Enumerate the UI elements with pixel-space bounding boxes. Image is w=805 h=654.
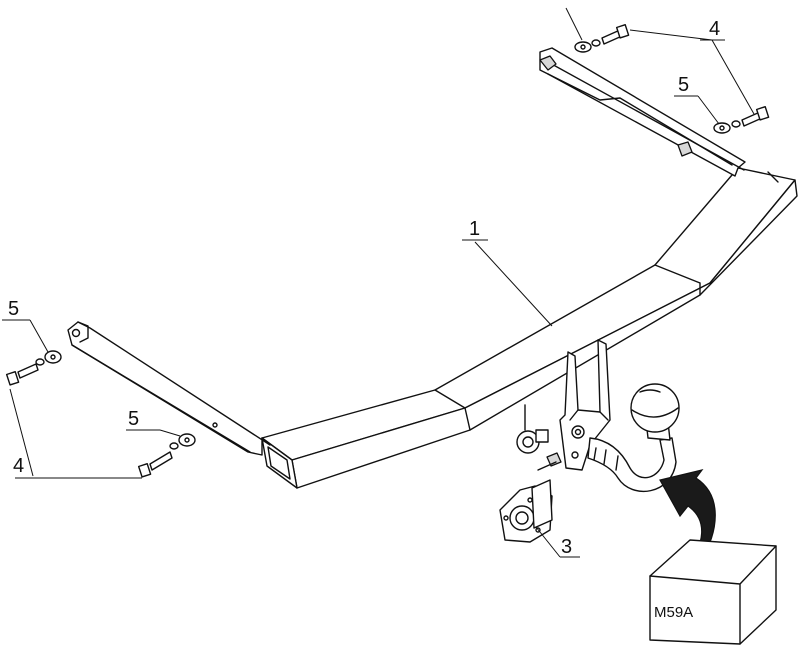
- tow-ball-neck: [587, 383, 680, 493]
- callout-part-5-left-upper: 5: [8, 298, 19, 320]
- right-side-arm: [539, 47, 746, 177]
- callout-part-4-top: 4: [709, 18, 720, 40]
- bolt-set-left: [5, 350, 196, 478]
- code-box: M59A: [649, 539, 777, 645]
- ball-mount-bracket: [559, 339, 611, 471]
- callout-part-5-top: 5: [678, 74, 689, 96]
- leader-lines: [2, 7, 755, 558]
- electrical-connector: [516, 404, 562, 471]
- socket-plate: [499, 479, 553, 543]
- callout-part-1: 1: [469, 218, 480, 240]
- crossbar: [261, 167, 798, 489]
- bolt-set-top-right: [574, 23, 770, 134]
- callout-part-5-left-lower: 5: [128, 408, 139, 430]
- left-side-arm: [67, 321, 271, 456]
- code-box-label: M59A: [654, 604, 693, 621]
- callout-part-4-left: 4: [13, 455, 24, 477]
- callout-part-3: 3: [561, 536, 572, 558]
- callout-labels: 1 3 4 4 5 5 5: [8, 18, 720, 558]
